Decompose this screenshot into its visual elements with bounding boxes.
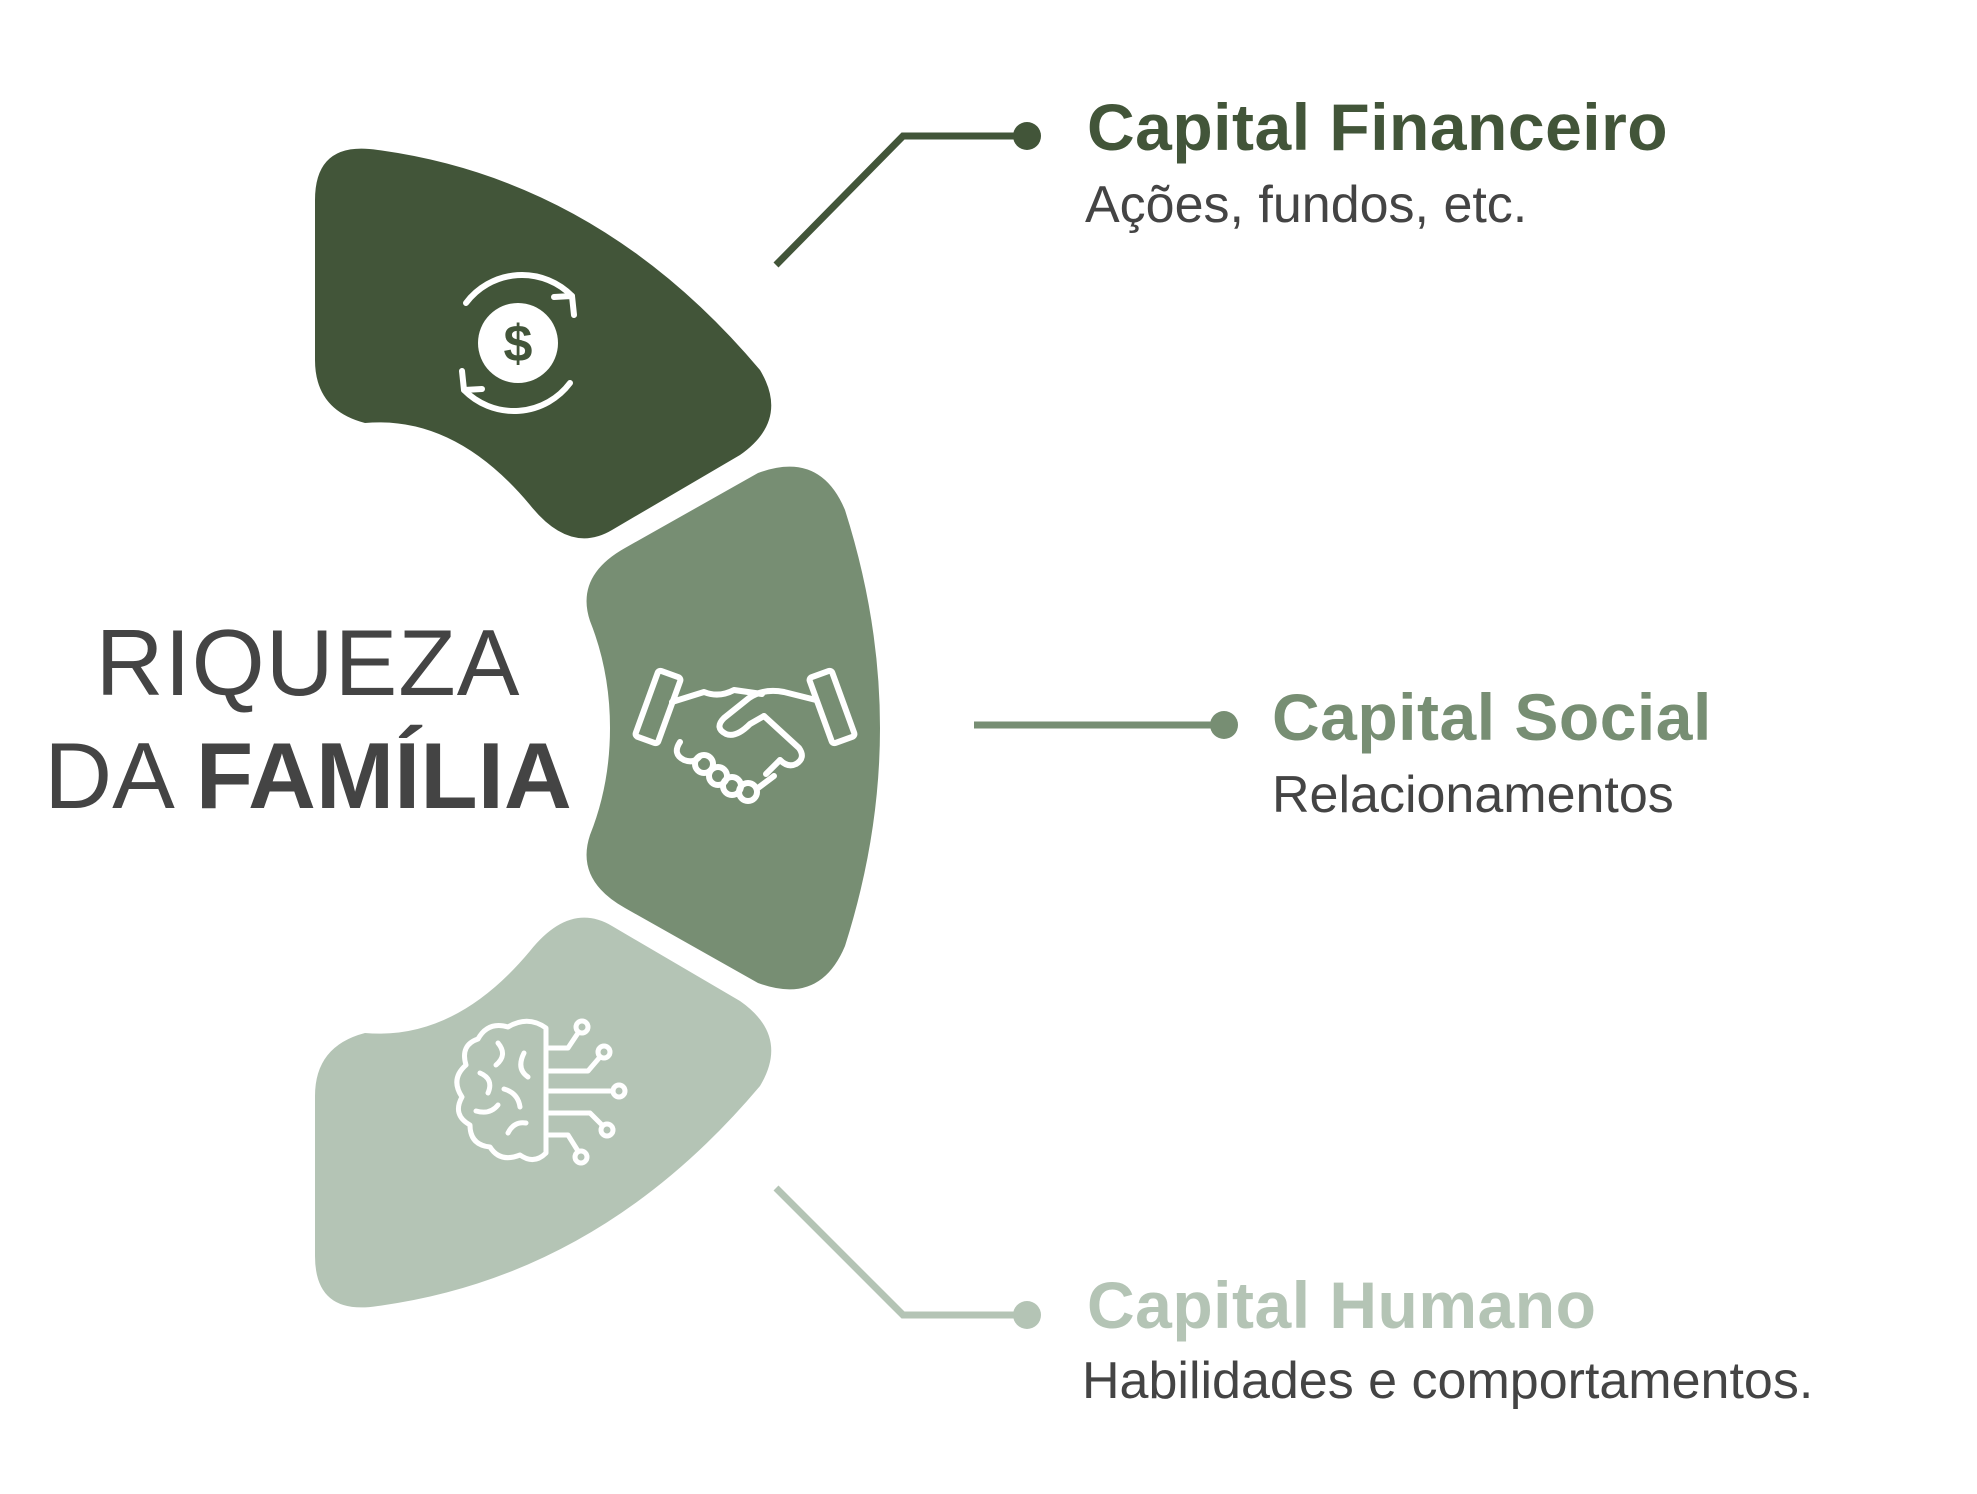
dollar-exchange-icon: $ — [459, 272, 577, 414]
label-title-financeiro: Capital Financeiro — [1087, 90, 1668, 164]
segment-capital-financeiro: $ — [315, 148, 772, 539]
center-title-bold: FAMÍLIA — [196, 723, 572, 828]
label-capital-humano: Capital Humano Habilidades e comportamen… — [1082, 1268, 1813, 1410]
segment-shape-humano — [315, 917, 772, 1308]
label-subtitle-humano: Habilidades e comportamentos. — [1082, 1352, 1813, 1410]
segment-capital-humano — [315, 917, 772, 1308]
label-title-humano: Capital Humano — [1087, 1268, 1596, 1342]
connector-line-humano — [773, 1185, 1027, 1319]
connector-dot-humano — [1013, 1301, 1041, 1329]
connector-humano — [773, 1185, 1041, 1329]
label-subtitle-financeiro: Ações, fundos, etc. — [1085, 176, 1527, 234]
segment-shape-social — [586, 466, 880, 990]
label-title-social: Capital Social — [1272, 680, 1712, 754]
label-capital-financeiro: Capital Financeiro Ações, fundos, etc. — [1085, 90, 1668, 234]
handshake-icon — [632, 667, 858, 804]
label-subtitle-social: Relacionamentos — [1272, 766, 1674, 824]
brain-circuit-icon — [454, 1018, 628, 1166]
label-capital-social: Capital Social Relacionamentos — [1272, 680, 1712, 824]
center-title: RIQUEZA DA FAMÍLIA — [44, 610, 571, 828]
center-title-light: DA — [44, 723, 196, 828]
segment-capital-social — [586, 466, 880, 990]
connector-line-financeiro — [773, 132, 1027, 268]
connector-dot-social — [1210, 711, 1238, 739]
connector-dot-financeiro — [1013, 122, 1041, 150]
connector-social — [974, 711, 1238, 739]
svg-text:$: $ — [504, 315, 533, 373]
center-title-line2: DA FAMÍLIA — [44, 723, 571, 828]
center-title-line1: RIQUEZA — [96, 610, 521, 715]
connector-financeiro — [773, 122, 1041, 268]
